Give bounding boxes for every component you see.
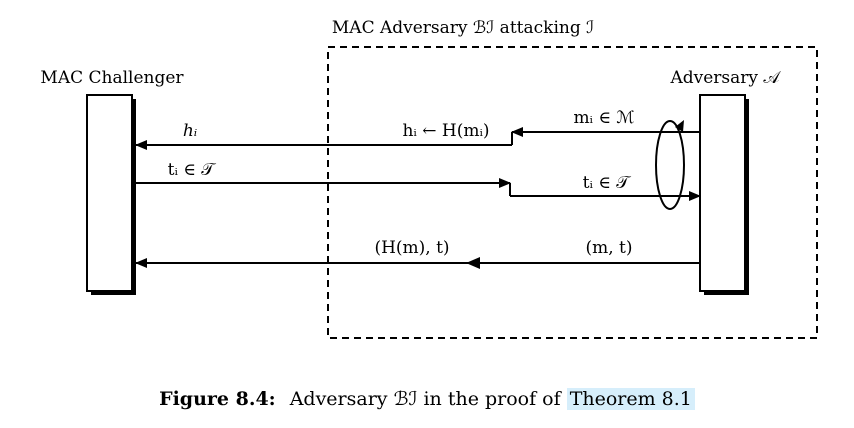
forgery-mid-arrowhead [466,257,480,269]
query-loop [655,120,685,210]
label-t-right: tᵢ ∈ 𝒯 [583,173,632,193]
theorem-reference-link[interactable]: Theorem 8.1 [566,388,695,410]
label-m-in: mᵢ ∈ ℳ [573,108,634,128]
adversary-box [327,46,818,339]
label-h-left: hᵢ [183,121,197,141]
adversary-box-title: MAC Adversary ℬℐ attacking ℐ [332,18,594,38]
adversary-bar [699,94,746,292]
figure-label: Figure 8.4: [159,388,276,410]
label-h-assign: hᵢ ← H(mᵢ) [402,121,489,141]
query-loop-arrowhead [675,120,684,132]
label-forge-right: (m, t) [585,238,632,258]
label-t-left: tᵢ ∈ 𝒯 [168,160,217,180]
label-forge-left: (H(m), t) [374,238,449,258]
challenger-bar [86,94,133,292]
caption-text: Adversary ℬℐ in the proof of [289,388,567,410]
challenger-label: MAC Challenger [40,68,184,88]
adversary-label: Adversary 𝒜 [669,68,781,88]
figure-caption: Figure 8.4:Adversary ℬℐ in the proof of … [0,388,854,410]
